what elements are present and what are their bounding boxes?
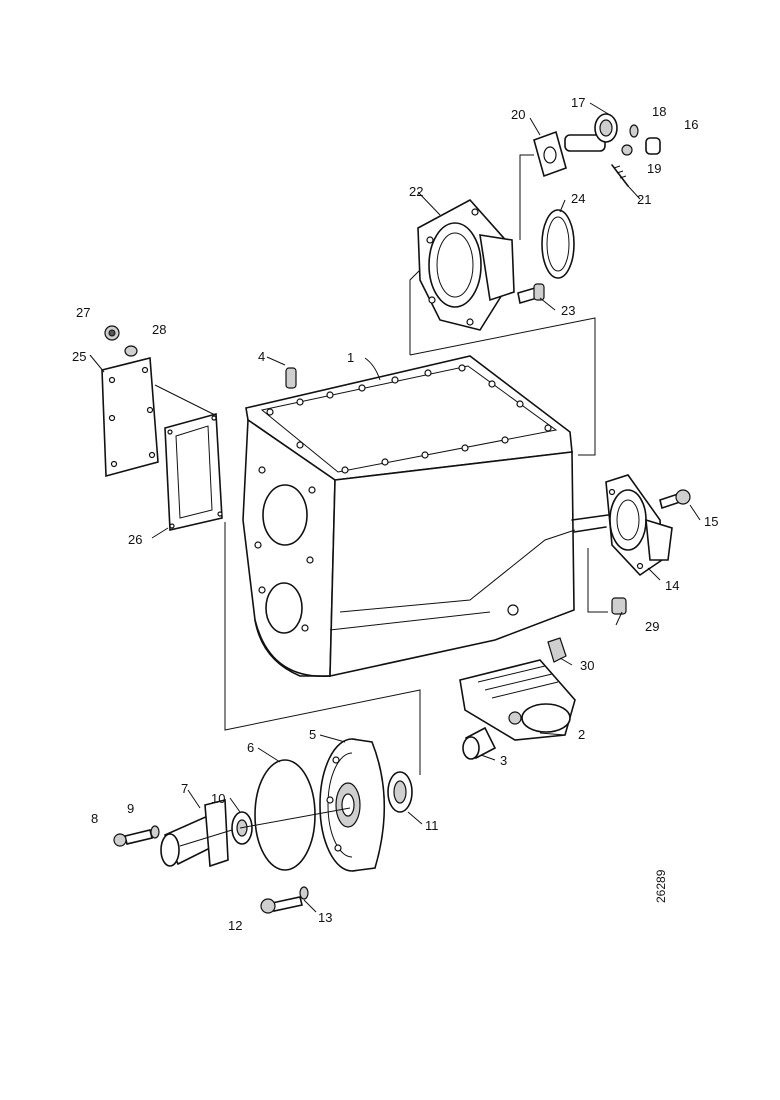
callout-18: 18 — [652, 104, 666, 119]
cover-plate-part-25 — [101, 356, 159, 478]
callout-28: 28 — [152, 322, 166, 337]
callout-labels: 1 2 3 4 6 5 7 8 9 10 11 12 13 14 15 16 1… — [72, 95, 718, 933]
callout-30: 30 — [580, 658, 594, 673]
washer-part-19 — [621, 144, 633, 156]
callout-3: 3 — [500, 753, 507, 768]
callout-13: 13 — [318, 910, 332, 925]
callout-26: 26 — [128, 532, 142, 547]
callout-25: 25 — [72, 349, 86, 364]
o-ring-part-6 — [254, 759, 316, 871]
callout-17: 17 — [571, 95, 585, 110]
callout-8: 8 — [91, 811, 98, 826]
callout-15: 15 — [704, 514, 718, 529]
bolt-part-8 — [113, 829, 153, 847]
washer-part-13 — [299, 886, 309, 900]
cap-part-16 — [645, 137, 661, 155]
callout-20: 20 — [511, 107, 525, 122]
assembly-lines — [154, 154, 608, 847]
gasket-part-26 — [164, 412, 223, 531]
bolt-part-15 — [659, 489, 691, 510]
oil-pump-part-2 — [459, 659, 576, 741]
callout-19: 19 — [647, 161, 661, 176]
callout-21: 21 — [637, 192, 651, 207]
ring-part-18 — [629, 124, 639, 138]
breather-part-29 — [611, 597, 627, 615]
callout-4: 4 — [258, 349, 265, 364]
callout-11: 11 — [425, 818, 439, 833]
callout-6: 6 — [247, 740, 254, 755]
callout-29: 29 — [645, 619, 659, 634]
flange-bolt-holes — [266, 364, 552, 474]
cover-part-20 — [533, 130, 567, 178]
sleeve-part-7 — [160, 798, 229, 868]
seal-part-11 — [387, 771, 413, 813]
sleeve-part-3 — [462, 726, 497, 760]
drawing-number: 26289 — [654, 869, 668, 903]
bolt-part-27 — [104, 325, 120, 341]
rear-housing-part-22 — [417, 198, 515, 331]
callout-27: 27 — [76, 305, 90, 320]
callout-23: 23 — [561, 303, 575, 318]
drain-plug-part-30 — [547, 637, 567, 663]
callout-16: 16 — [684, 117, 698, 132]
washer-part-28 — [124, 345, 138, 357]
leader-lines — [89, 102, 701, 913]
pin-part-21 — [611, 164, 629, 187]
callout-24: 24 — [571, 191, 585, 206]
callout-2: 2 — [578, 727, 585, 742]
plug-part-4 — [285, 367, 297, 389]
callout-5: 5 — [309, 727, 316, 742]
callout-1: 1 — [347, 350, 354, 365]
callout-14: 14 — [665, 578, 679, 593]
callout-7: 7 — [181, 781, 188, 796]
callout-22: 22 — [409, 184, 423, 199]
sensor-part-17 — [564, 113, 618, 152]
callout-9: 9 — [127, 801, 134, 816]
bolt-part-12 — [260, 896, 303, 914]
washer-part-9 — [150, 825, 160, 839]
callout-12: 12 — [228, 918, 242, 933]
seal-part-24 — [541, 209, 575, 279]
bolt-part-23 — [517, 283, 545, 305]
front-cover-part-5 — [319, 738, 386, 872]
gearbox-housing — [242, 355, 576, 677]
end-cover-part-14 — [605, 474, 673, 577]
callout-10: 10 — [211, 791, 225, 806]
